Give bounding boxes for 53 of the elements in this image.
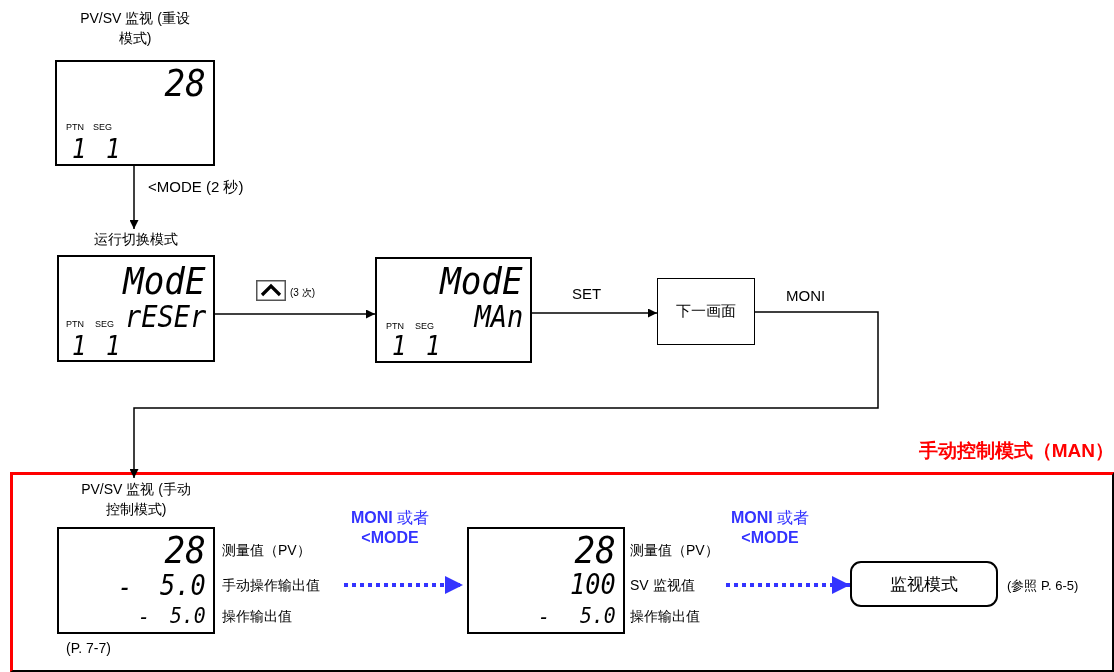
lcd-readout: ModE xyxy=(123,262,206,300)
lcd-indicator-label: SEG xyxy=(415,322,434,331)
lcd-readout: 1 xyxy=(426,333,441,359)
edge-label: <MODE (2 秒) xyxy=(148,178,244,197)
lcd-readout: 1 xyxy=(72,136,87,162)
page-reference: (参照 P. 6-5) xyxy=(1007,579,1079,592)
arrow xyxy=(531,308,658,318)
lcd-readout: 28 xyxy=(164,64,206,102)
edge-label: MONI 或者 <MODE xyxy=(730,508,810,548)
lcd-readout: 1 xyxy=(106,136,121,162)
lcd-readout: 1 xyxy=(72,333,87,359)
lcd-readout: - xyxy=(138,606,150,628)
value-label: 测量值（PV） xyxy=(222,543,311,557)
edge-label: MONI 或者 <MODE xyxy=(350,508,430,548)
lcd-readout: 100 xyxy=(570,571,616,599)
lcd-indicator-label: SEG xyxy=(95,320,114,329)
section-title: 手动控制模式（MAN） xyxy=(918,441,1114,460)
value-label: 手动操作输出值 xyxy=(222,578,320,592)
arrow xyxy=(726,576,850,594)
lcd-readout: - xyxy=(538,606,550,628)
lcd-indicator-label: SEG xyxy=(93,123,112,132)
lcd-readout: 5.0 xyxy=(160,572,206,600)
lcd-readout: 28 xyxy=(164,531,206,569)
arrow xyxy=(129,311,879,479)
lcd-readout: rESEr xyxy=(124,302,206,332)
display-heading: 运行切换模式 xyxy=(93,230,179,249)
lcd-readout: 5.0 xyxy=(170,605,206,627)
edge-label: (3 次) xyxy=(290,287,315,300)
lcd-readout: ModE xyxy=(440,262,523,300)
value-label: 操作输出值 xyxy=(630,609,700,623)
lcd-readout: 28 xyxy=(574,531,616,569)
lcd-readout: 1 xyxy=(392,333,407,359)
process-box xyxy=(657,278,755,345)
edge-label: MONI xyxy=(786,287,826,306)
display-heading: PV/SV 监视 (手动控制模式) xyxy=(80,480,192,519)
value-label: 操作输出值 xyxy=(222,609,292,623)
display-heading: PV/SV 监视 (重设模式) xyxy=(79,9,191,48)
lcd-readout: 1 xyxy=(106,333,121,359)
arrow xyxy=(129,165,139,230)
lcd-readout: 5.0 xyxy=(580,605,616,627)
lcd-readout: - xyxy=(118,574,133,600)
page-reference: (P. 7-7) xyxy=(66,641,111,655)
lcd-indicator-label: PTN xyxy=(386,322,404,331)
edge-label: SET xyxy=(572,285,602,304)
value-label: SV 监视值 xyxy=(630,578,695,592)
box-text: 下一画面 xyxy=(676,302,736,321)
value-label: 测量值（PV） xyxy=(630,543,719,557)
arrow xyxy=(214,309,376,319)
lcd-readout: MAn xyxy=(474,302,523,332)
lcd-indicator-label: PTN xyxy=(66,123,84,132)
box-text: 监视模式 xyxy=(890,573,958,596)
arrow xyxy=(344,576,463,594)
lcd-indicator-label: PTN xyxy=(66,320,84,329)
